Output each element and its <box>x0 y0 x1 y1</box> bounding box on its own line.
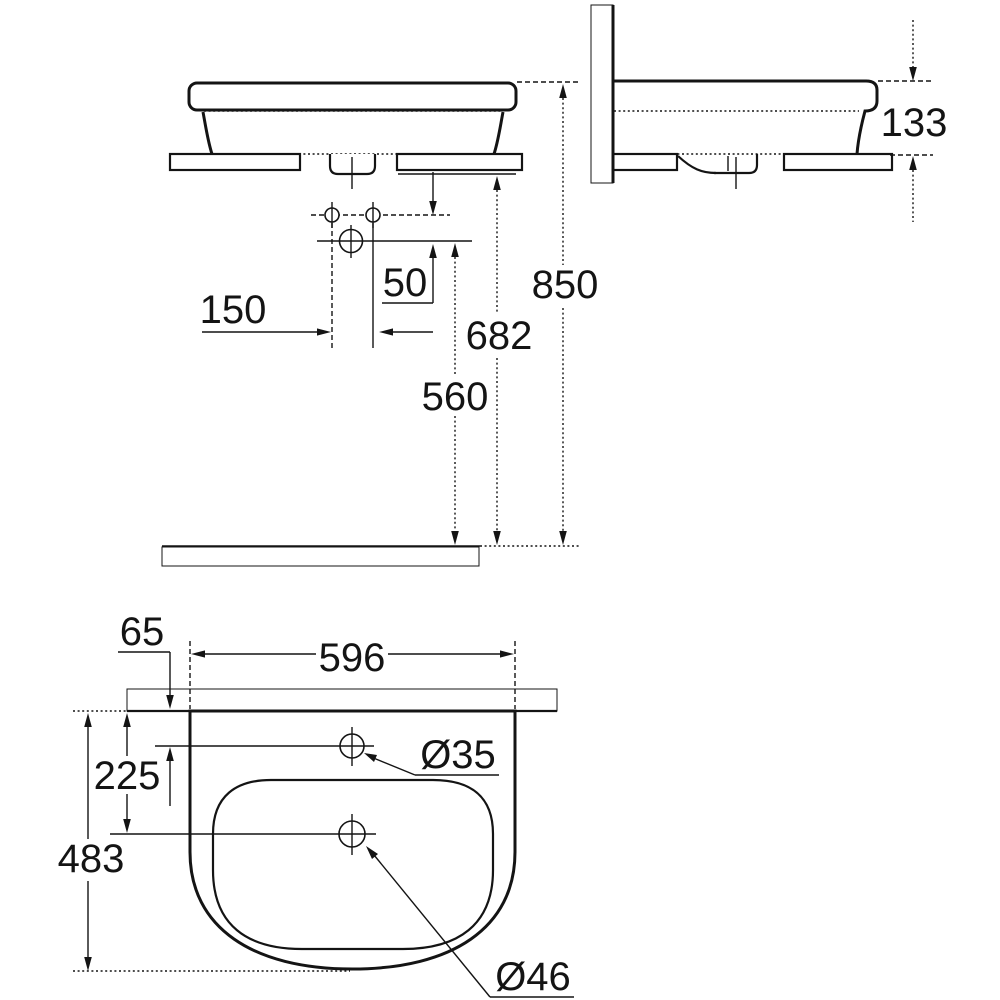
dim-560-arrow-up <box>451 243 459 257</box>
front-wall-section-left <box>168 152 302 172</box>
dim-label-50: 50 <box>383 261 428 305</box>
plan-view: 596 65 225 483 Ø35 Ø46 <box>58 610 574 999</box>
plan-basin-inner-outline <box>211 778 495 951</box>
front-basin-right-side <box>492 111 505 155</box>
dim-65-arrow-down <box>166 695 174 709</box>
side-drain-curve <box>677 155 717 175</box>
dim-label-225: 225 <box>94 754 161 798</box>
dim-483-arrow-down <box>84 957 92 971</box>
side-basin-profile <box>613 79 879 155</box>
dim-label-682: 682 <box>466 314 533 358</box>
dim-65-arrow-up <box>166 747 174 761</box>
dim-150-arrow-right <box>317 328 331 336</box>
dim-50-arrow-down <box>429 201 437 215</box>
dim-850-arrow-up <box>559 84 567 98</box>
dim-596-arrow-right <box>500 650 514 658</box>
side-wall-section-left <box>611 152 679 172</box>
dim-label-dia46: Ø46 <box>495 955 571 999</box>
dim-label-150: 150 <box>200 288 267 332</box>
dim-483-arrow-up <box>84 713 92 727</box>
floor-hatching <box>161 546 480 567</box>
dim-682-arrow-down <box>493 531 501 545</box>
front-view: 150 50 560 682 850 <box>161 81 599 567</box>
dim-682-arrow-up <box>493 176 501 190</box>
front-basin-rim <box>187 81 518 112</box>
dim-133-arrow-down <box>909 67 917 81</box>
front-basin-left-side <box>201 111 214 155</box>
front-wall-section-right <box>395 152 524 172</box>
dim-225-arrow-down <box>123 819 131 833</box>
dia35-leader-arrow <box>364 753 377 762</box>
dim-50-arrow-up <box>429 244 437 258</box>
dim-596-arrow-left <box>191 650 205 658</box>
dim-label-133: 133 <box>881 101 948 145</box>
dim-850-arrow-down <box>559 531 567 545</box>
dim-150-arrow-left <box>379 328 393 336</box>
dia46-leader-line <box>373 854 491 998</box>
dim-560-arrow-down <box>451 531 459 545</box>
side-view: 133 <box>590 4 948 222</box>
dim-225-arrow-up <box>123 713 131 727</box>
dim-label-65: 65 <box>120 610 165 654</box>
dim-label-850: 850 <box>532 263 599 307</box>
side-wall-section-right <box>782 152 894 172</box>
plan-wall-hatching <box>126 688 558 712</box>
dia35-leader-line <box>370 756 416 776</box>
dim-label-560: 560 <box>422 375 489 419</box>
dim-label-dia35: Ø35 <box>420 733 496 777</box>
side-drain-trap <box>714 154 759 175</box>
dim-133-arrow-up <box>909 156 917 170</box>
dim-label-596: 596 <box>319 636 386 680</box>
side-wall-hatching <box>590 4 614 184</box>
dim-label-483: 483 <box>58 837 125 881</box>
